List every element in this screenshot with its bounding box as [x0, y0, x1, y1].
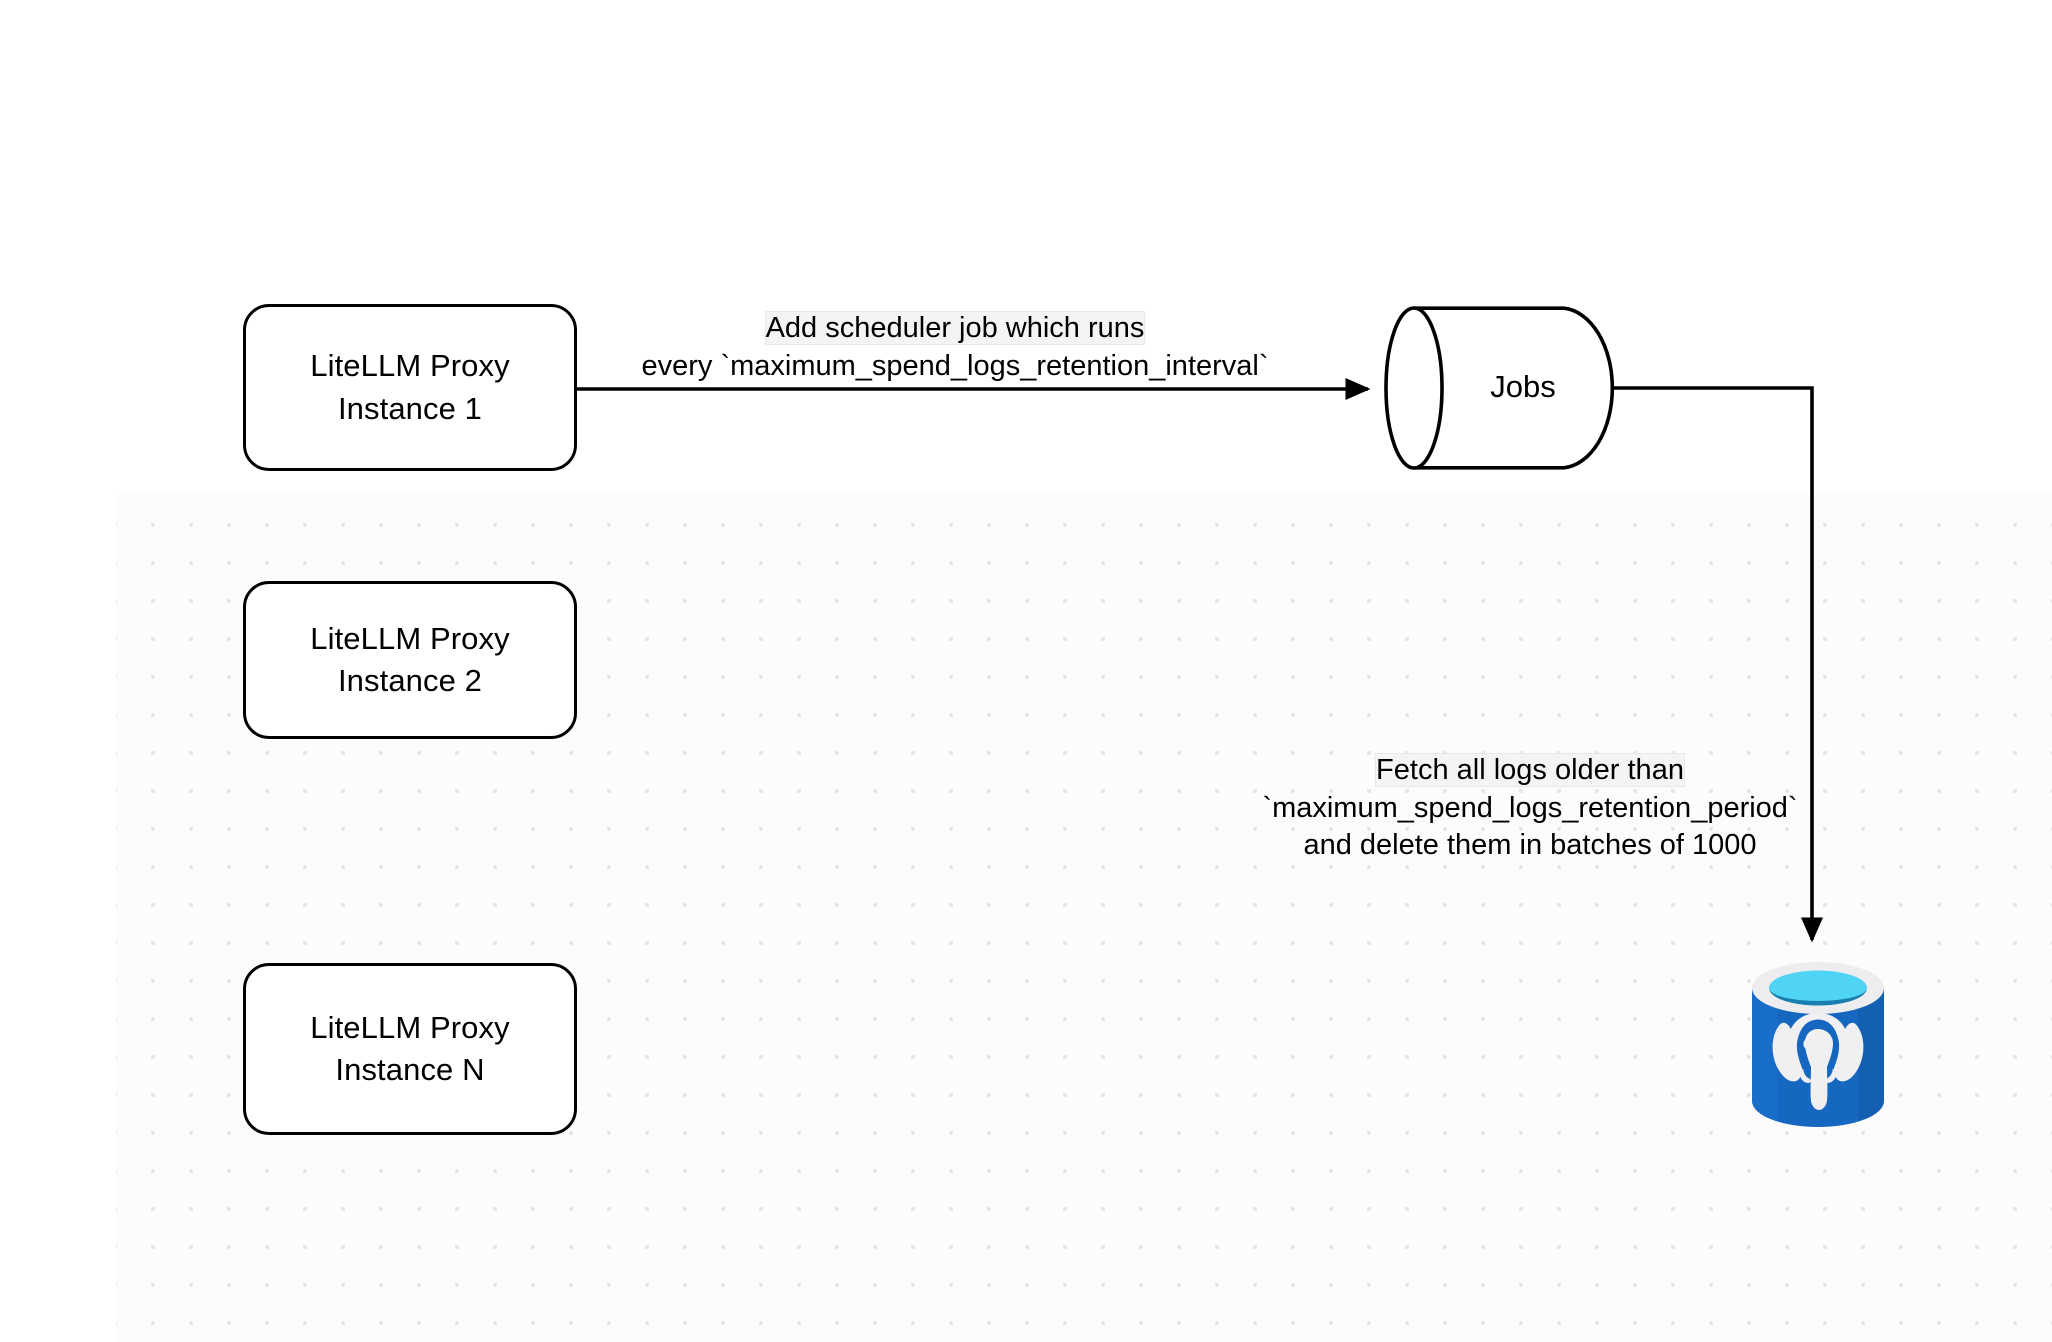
database-opening-shadow — [1769, 988, 1867, 1006]
node-jobs-queue[interactable] — [1384, 306, 1615, 470]
jobs-cylinder-left-cap — [1384, 306, 1444, 470]
edge-jobs-to-database — [1608, 386, 1824, 943]
database-opening — [1769, 970, 1867, 1006]
proxy-1-line-2: Instance 1 — [337, 390, 483, 426]
jobs-cylinder-body — [1414, 306, 1615, 470]
database-body-shadow — [1858, 988, 1884, 1121]
edge-label-cleanup-line-2: `maximum_spend_logs_retention_period` — [1262, 791, 1798, 824]
edge-label-cleanup-line-1: Fetch all logs older than — [1376, 754, 1684, 786]
jobs-queue-label: Jobs — [1490, 369, 1556, 404]
proxy-1-line-1: LiteLLM Proxy — [310, 348, 510, 384]
edge-label-cleanup-line-3: and delete them in batches of 1000 — [1303, 829, 1757, 862]
edge-label-scheduler: Add scheduler job which runs every `maxi… — [595, 310, 1315, 385]
node-litellm-proxy-instance-2[interactable]: LiteLLM Proxy Instance 2 — [243, 581, 577, 739]
proxy-3-line-2: Instance N — [335, 1052, 485, 1087]
node-litellm-proxy-instance-1[interactable]: LiteLLM Proxy Instance 1 — [243, 304, 577, 471]
proxy-2-line-2: Instance 2 — [337, 663, 483, 698]
proxy-3-line-1: LiteLLM Proxy — [310, 1009, 510, 1045]
edge-label-scheduler-line-2: every `maximum_spend_logs_retention_inte… — [641, 349, 1269, 382]
edge-label-cleanup: Fetch all logs older than `maximum_spend… — [1240, 752, 1820, 865]
proxy-2-line-1: LiteLLM Proxy — [310, 620, 510, 656]
postgresql-database-icon[interactable] — [1748, 955, 1888, 1135]
database-body-highlight — [1752, 988, 1778, 1121]
elephant-outline — [1796, 1019, 1840, 1070]
edge-label-scheduler-line-1: Add scheduler job which runs — [765, 312, 1145, 344]
node-litellm-proxy-instance-n[interactable]: LiteLLM Proxy Instance N — [243, 963, 577, 1135]
